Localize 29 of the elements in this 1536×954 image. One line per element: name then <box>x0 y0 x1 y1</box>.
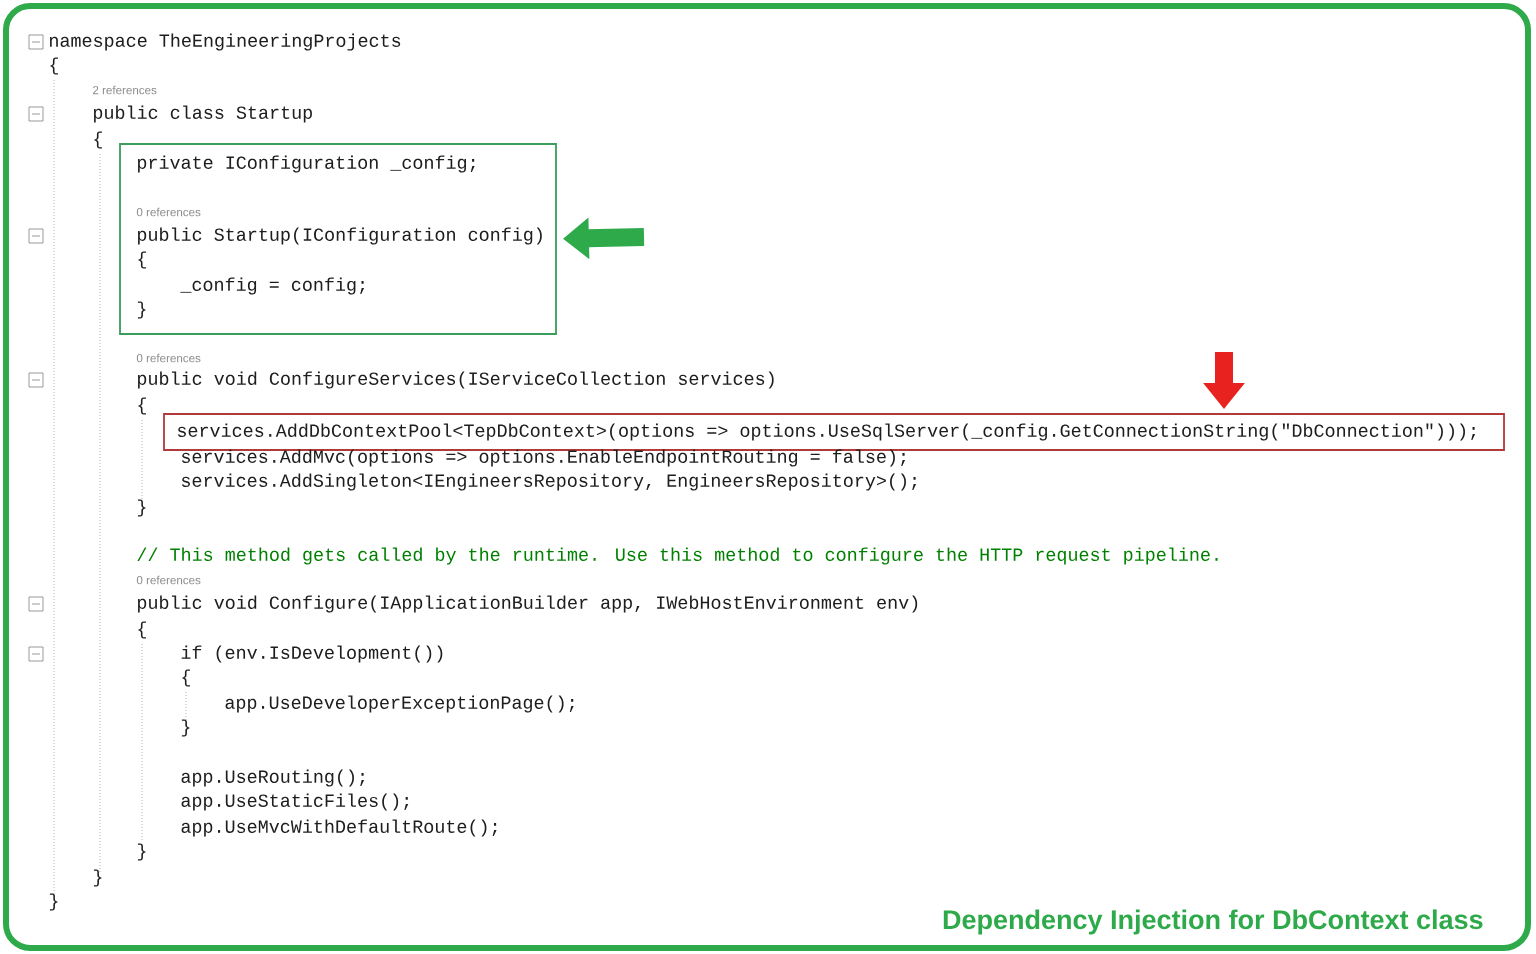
code-line: app.UseStaticFiles(); <box>181 793 409 811</box>
caption: Dependency Injection for DbContext class <box>943 909 1483 935</box>
code-line: public void ConfigureServices(IServiceCollection services) <box>138 371 774 389</box>
code-line: app.UseDeveloperExceptionPage(); <box>225 695 574 713</box>
code-line: services.AddSingleton<IEngineersRepository, EngineersRepository>(); <box>181 473 917 491</box>
code-line: public void Configure(IApplicationBuilder app, IWebHostEnvironment env) <box>138 595 918 613</box>
code-line: app.UseRouting(); <box>181 769 365 787</box>
code-line: } <box>93 869 102 887</box>
code-line: services.AddMvc(options => options.EnableEndpointRouting = false); <box>181 449 906 467</box>
code-line: { <box>138 397 146 415</box>
code-line: } <box>49 893 58 911</box>
code-line: app.UseMvcWithDefaultRoute(); <box>181 819 497 837</box>
code-line: services.AddDbContextPool<TepDbContext>(options => options.UseSqlServer(_config.GetConnectionString("DbConnection"))); <box>177 423 1476 441</box>
code-line: } <box>137 499 146 517</box>
code-line: private IConfiguration _config; <box>138 155 475 173</box>
code-line: { <box>182 669 190 687</box>
code-line: { <box>50 57 58 75</box>
code-line: { <box>138 251 146 269</box>
code-line: _config = config; <box>180 277 365 295</box>
code-line: public Startup(IConfiguration config) <box>138 227 542 245</box>
code-line: { <box>138 621 146 639</box>
code-line: } <box>137 843 146 861</box>
code-line: } <box>137 301 146 319</box>
code-line: if (env.IsDevelopment()) <box>181 645 443 663</box>
code-line: public class Startup <box>94 105 312 123</box>
code-line: namespace TheEngineeringProjects <box>50 33 401 51</box>
code-line: } <box>181 719 190 737</box>
code-line: { <box>94 131 102 149</box>
code-comment: // This method gets called by the runtime. Use this method to configure the HTTP request pipeline. <box>137 547 1218 565</box>
